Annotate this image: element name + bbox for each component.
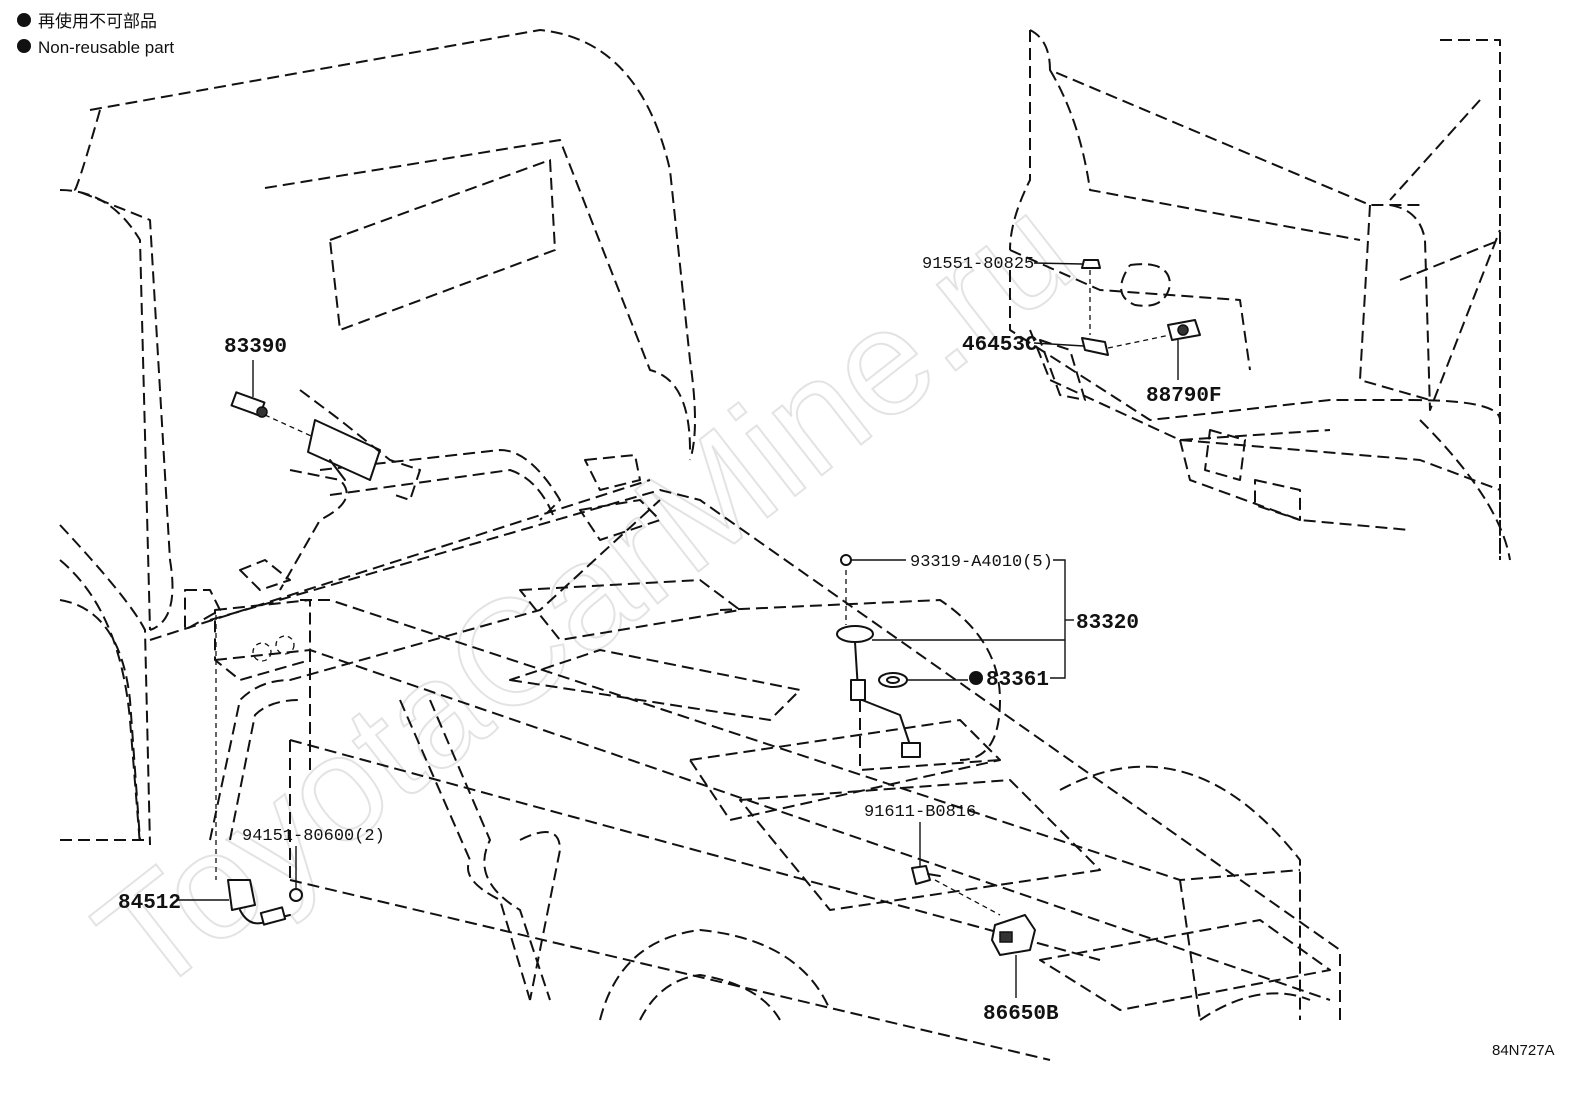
legend-jp: 再使用不可部品 <box>38 11 157 31</box>
label-83320: 83320 <box>1076 612 1139 635</box>
label-93319-A4010: 93319-A4010(5) <box>910 553 1053 572</box>
part-83390-drawing <box>230 389 421 501</box>
legend-dot-icon <box>17 39 31 53</box>
label-84512: 84512 <box>118 892 181 915</box>
label-91551-80825: 91551-80825 <box>922 255 1034 274</box>
callouts: 83390 91551-80825 46453C 88790F 93319-A4… <box>118 255 1222 1026</box>
part-front-sensor-drawing <box>1081 259 1201 356</box>
label-86650B: 86650B <box>983 1003 1059 1026</box>
legend-en: Non-reusable part <box>38 38 174 57</box>
label-94151-80600: 94151-80600(2) <box>242 827 385 846</box>
part-86650-drawing <box>911 865 1036 956</box>
part-83320-drawing <box>836 554 921 758</box>
label-46453C: 46453C <box>962 334 1038 357</box>
legend-dot-icon <box>17 13 31 27</box>
frame-brackets <box>184 454 661 681</box>
diagram-code: 84N727A <box>1492 1042 1555 1059</box>
wheels <box>59 559 1311 1021</box>
label-88790F: 88790F <box>1146 385 1222 408</box>
label-83361: 83361 <box>986 669 1049 692</box>
chassis-frame <box>209 489 1341 1061</box>
legend: 再使用不可部品 Non-reusable part <box>17 11 174 57</box>
watermark: ToyotaCarMine.ru <box>66 164 1102 1025</box>
non-reusable-mark-icon <box>969 671 983 685</box>
front-view-outline <box>1009 29 1511 561</box>
tubing <box>209 449 661 1001</box>
cab-outline <box>59 29 696 846</box>
label-91611-B0816: 91611-B0816 <box>864 803 976 822</box>
label-83390: 83390 <box>224 336 287 359</box>
part-84512-drawing <box>215 615 303 926</box>
